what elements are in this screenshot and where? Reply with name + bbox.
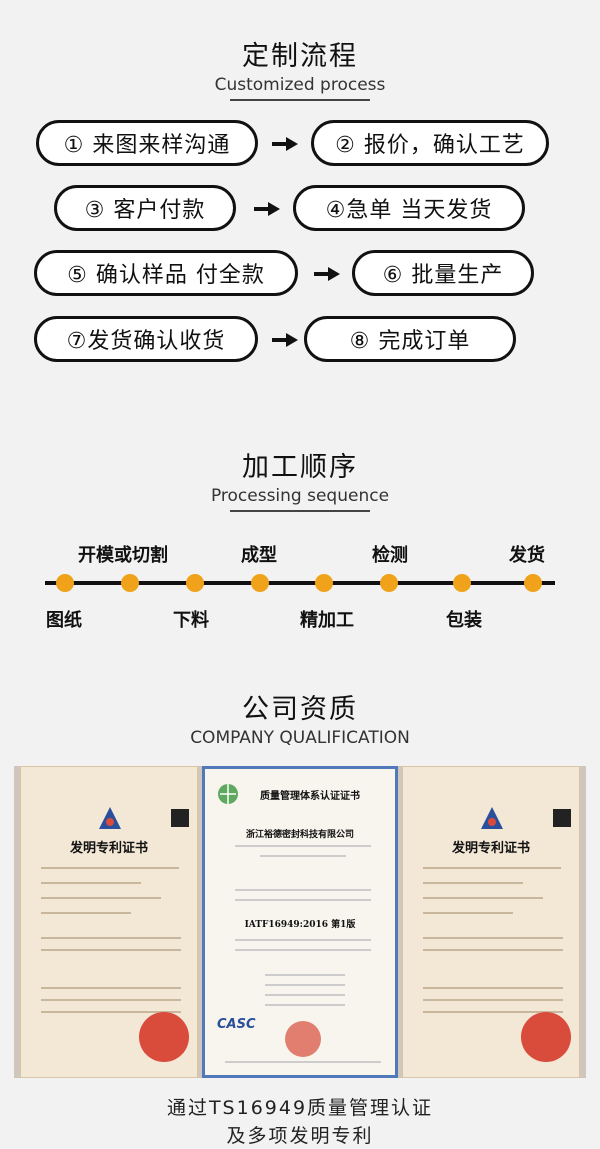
step-7-pill: ⑦发货确认收货 (34, 316, 258, 362)
section-title-zh: 定制流程 (242, 41, 358, 72)
timeline-label-bottom: 图纸 (46, 610, 82, 631)
arrow-right-icon (314, 267, 340, 281)
section-customized-title: 定制流程 Customized process (0, 34, 600, 101)
qr-code-icon (171, 809, 189, 827)
step-3-pill: ③ 客户付款 (54, 185, 236, 231)
step-label: ⑤ 确认样品 付全款 (67, 263, 265, 288)
patent-logo-icon (95, 803, 125, 833)
company-name: 浙江裕德密封科技有限公司 (245, 830, 354, 840)
timeline-line (45, 574, 555, 592)
globe-logo-icon (217, 783, 239, 805)
red-seal-stamp (285, 1021, 321, 1057)
step-label: ⑧ 完成订单 (349, 329, 471, 354)
step-label: ⑥ 批量生产 (382, 263, 504, 288)
certificate-gallery: 发明专利证书 质量管理体系认证证书 浙江裕德密封科技有限公司 IATF16949… (14, 766, 586, 1078)
arrow-right-icon (254, 202, 280, 216)
step-2-pill: ② 报价，确认工艺 (311, 120, 549, 166)
timeline-dot (453, 574, 471, 592)
timeline-dot (186, 574, 204, 592)
patent-certificate-right: 发明专利证书 (402, 766, 580, 1078)
quality-certificate: 质量管理体系认证证书 浙江裕德密封科技有限公司 IATF16949:2016 第… (202, 766, 398, 1078)
timeline-label-bottom: 包装 (446, 610, 482, 631)
certificate-title: 质量管理体系认证证书 (260, 791, 360, 802)
arrow-right-icon (272, 333, 298, 347)
timeline-label-bottom: 精加工 (300, 610, 354, 631)
qr-code-icon (553, 809, 571, 827)
section-title-en: COMPANY QUALIFICATION (190, 728, 410, 748)
section-title-en: Customized process (214, 75, 386, 95)
timeline-dot (121, 574, 139, 592)
footer-line-2: 及多项发明专利 (226, 1125, 374, 1147)
section-qualification-title: 公司资质 COMPANY QUALIFICATION (0, 687, 600, 748)
patent-logo-icon (477, 803, 507, 833)
arrow-right-icon (272, 137, 298, 151)
footer-line-1: 通过TS16949质量管理认证 (166, 1097, 434, 1119)
step-1-pill: ① 来图来样沟通 (36, 120, 258, 166)
red-seal-stamp (521, 1012, 571, 1062)
step-5-pill: ⑤ 确认样品 付全款 (34, 250, 298, 296)
timeline-label-top: 发货 (509, 545, 545, 566)
step-label: ② 报价，确认工艺 (335, 133, 525, 158)
section-title-zh: 加工顺序 (242, 452, 358, 483)
step-4-pill: ④急单 当天发货 (293, 185, 525, 231)
step-label: ① 来图来样沟通 (63, 133, 231, 158)
certificate-title: 发明专利证书 (69, 841, 148, 856)
timeline-dot (315, 574, 333, 592)
timeline-dot (56, 574, 74, 592)
timeline-label-top: 检测 (372, 545, 408, 566)
certificate-title: 发明专利证书 (451, 841, 530, 856)
timeline-dot (380, 574, 398, 592)
standard-name: IATF16949:2016 第1版 (244, 920, 356, 930)
step-label: ④急单 当天发货 (325, 198, 493, 223)
timeline-label-top: 成型 (241, 545, 277, 566)
title-underline (230, 510, 370, 512)
step-8-pill: ⑧ 完成订单 (304, 316, 516, 362)
step-6-pill: ⑥ 批量生产 (352, 250, 534, 296)
section-processing-title: 加工顺序 Processing sequence (0, 445, 600, 512)
section-title-zh: 公司资质 (242, 694, 358, 725)
casc-logo: CASC (217, 1017, 256, 1032)
patent-certificate-left: 发明专利证书 (20, 766, 198, 1078)
section-title-en: Processing sequence (210, 486, 390, 506)
timeline-label-top: 开模或切割 (78, 545, 168, 566)
title-underline (230, 99, 370, 101)
timeline-label-bottom: 下料 (173, 610, 209, 631)
red-seal-stamp (139, 1012, 189, 1062)
step-label: ⑦发货确认收货 (66, 329, 226, 354)
step-label: ③ 客户付款 (84, 198, 206, 223)
timeline-dot (251, 574, 269, 592)
timeline-dot (524, 574, 542, 592)
